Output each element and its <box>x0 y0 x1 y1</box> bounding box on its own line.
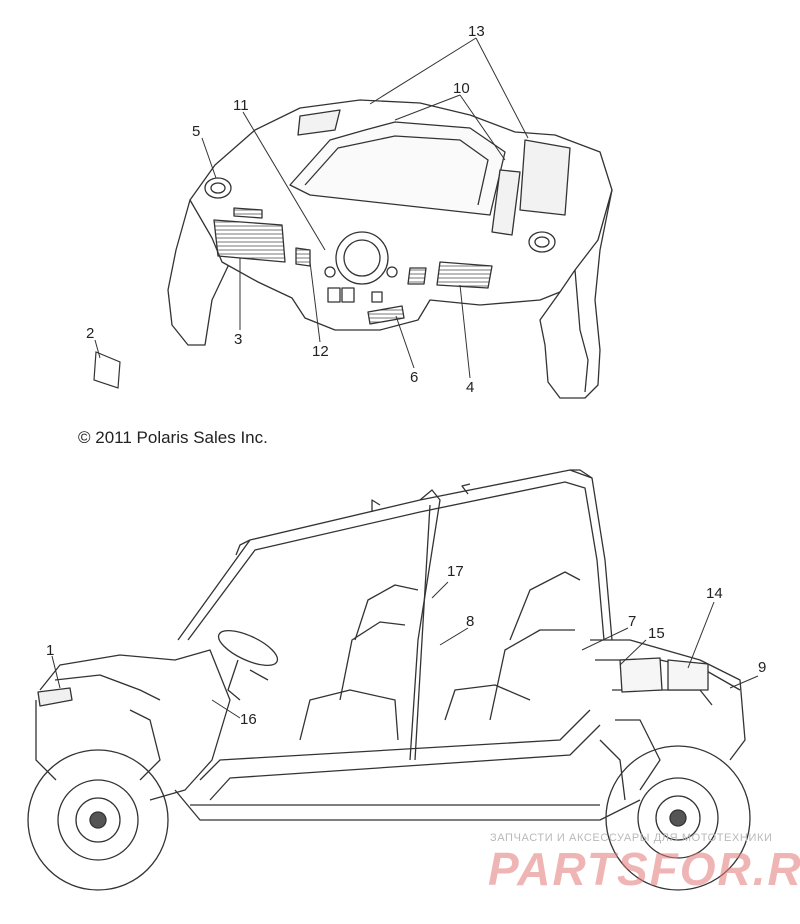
leader-lines <box>51 37 759 719</box>
callout-2: 2 <box>86 325 94 342</box>
callout-5: 5 <box>192 123 200 140</box>
callout-17: 17 <box>447 563 464 580</box>
callout-1: 1 <box>46 642 54 659</box>
callout-15: 15 <box>648 625 665 642</box>
dashboard-assembly <box>167 99 613 399</box>
copyright-notice: © 2011 Polaris Sales Inc. <box>78 428 268 447</box>
callout-4: 4 <box>466 379 474 396</box>
vehicle-assembly <box>27 469 751 891</box>
callout-11: 11 <box>233 97 249 114</box>
callout-16: 16 <box>240 711 257 728</box>
callout-13: 13 <box>468 23 485 40</box>
callout-7: 7 <box>628 613 636 630</box>
callout-10: 10 <box>453 80 470 97</box>
callout-6: 6 <box>410 369 418 386</box>
callout-14: 14 <box>706 585 723 602</box>
watermark-brand: PARTSFOR.RU <box>488 843 800 895</box>
loose-decal <box>93 351 121 389</box>
callout-8: 8 <box>466 613 474 630</box>
callout-3: 3 <box>234 331 242 348</box>
callout-12: 12 <box>312 343 329 360</box>
watermark-caption: ЗАПЧАСТИ И АКСЕССУАРЫ ДЛЯ МОТОТЕХНИКИ <box>490 832 773 844</box>
callout-9: 9 <box>758 659 766 676</box>
